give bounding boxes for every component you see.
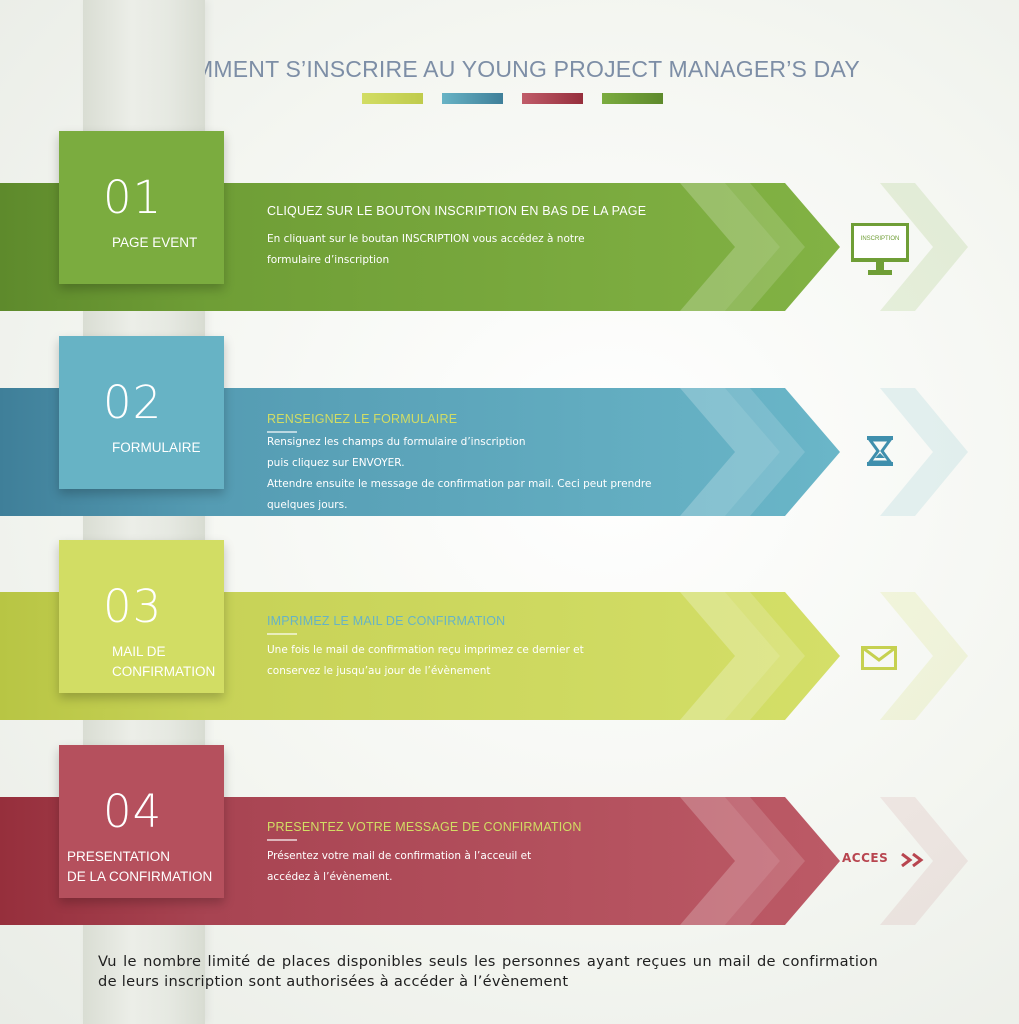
step-1-box: 01 PAGE EVENT xyxy=(59,131,224,284)
step-3-box: 03 MAIL DE CONFIRMATION xyxy=(59,540,224,693)
step-2-number: 02 xyxy=(103,376,163,429)
step-4-heading: PRESENTEZ VOTRE MESSAGE DE CONFIRMATION xyxy=(267,820,582,834)
step-1-heading: CLIQUEZ SUR LE BOUTON INSCRIPTION EN BAS… xyxy=(267,204,647,218)
step-3-label: MAIL DE CONFIRMATION xyxy=(112,644,216,679)
step-3-rule xyxy=(267,633,297,635)
title-color-bars xyxy=(362,93,663,104)
step-2-heading: RENSEIGNEZ LE FORMULAIRE xyxy=(267,412,458,426)
step-3-number: 03 xyxy=(103,580,163,633)
step-3-heading: IMPRIMEZ LE MAIL DE CONFIRMATION xyxy=(267,614,506,628)
title-bar-green xyxy=(602,93,663,104)
title-bar-yellow xyxy=(362,93,423,104)
monitor-icon xyxy=(851,223,909,275)
envelope-icon xyxy=(861,646,897,670)
step-2-description: Rensignez les champs du formulaire d’ins… xyxy=(267,436,652,511)
title-bar-blue xyxy=(442,93,503,104)
double-chevron-right-icon xyxy=(901,853,924,867)
step-1-label: PAGE EVENT xyxy=(112,235,198,250)
step-3-description: Une fois le mail de confirmation reçu im… xyxy=(267,644,584,677)
step-1-description: En cliquant sur le boutan INSCRIPTION vo… xyxy=(267,233,585,266)
title-bar-red xyxy=(522,93,583,104)
step-2-label: FORMULAIRE xyxy=(112,440,201,455)
step-4-rule xyxy=(267,839,297,841)
step-1-number: 01 xyxy=(103,171,163,224)
step-4-label: PRESENTATION DE LA CONFIRMATION xyxy=(67,849,213,884)
hourglass-icon xyxy=(867,436,893,466)
acces-button[interactable]: ACCES xyxy=(842,851,889,865)
step-2-rule xyxy=(267,431,297,433)
page-title: COMMENT S’INSCRIRE AU YOUNG PROJECT MANA… xyxy=(159,56,860,82)
step-4-number: 04 xyxy=(103,785,163,838)
footer-note: Vu le nombre limité de places disponible… xyxy=(98,953,878,990)
step-4-box: 04 PRESENTATION DE LA CONFIRMATION xyxy=(59,745,224,898)
step-4-description: Présentez votre mail de confirmation à l… xyxy=(267,850,532,883)
step-2-box: 02 FORMULAIRE xyxy=(59,336,224,489)
monitor-icon-text: INSCRIPTION xyxy=(860,236,900,242)
